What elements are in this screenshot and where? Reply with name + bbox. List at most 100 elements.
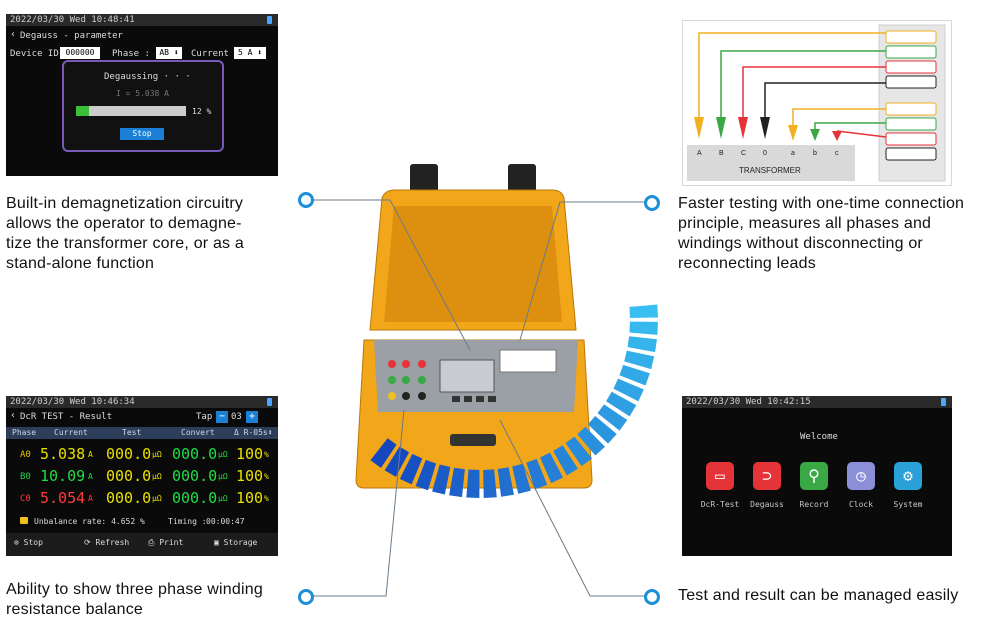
header-delta[interactable]: Δ R-05s⬍: [234, 428, 273, 437]
terminal-label: C: [741, 150, 746, 157]
arc-block: [512, 463, 531, 494]
refresh-button[interactable]: ⟳ Refresh: [84, 538, 130, 547]
device-id-label: Device ID:: [10, 49, 65, 59]
caption-line: reconnecting leads: [678, 255, 816, 272]
caption-bottom-left: Ability to show three phase winding resi…: [6, 580, 263, 620]
arc-block: [606, 391, 637, 417]
datetime-label: 2022/03/30 Wed 10:42:15: [686, 397, 811, 407]
terminal-label: c: [835, 150, 839, 157]
stop-button[interactable]: Stop: [120, 128, 164, 140]
header-phase: Phase: [12, 428, 37, 437]
convert-unit: μΩ: [218, 450, 228, 459]
print-label: Print: [159, 538, 184, 547]
connector-blocks: [885, 30, 937, 161]
phase-cell: A0: [20, 450, 31, 460]
app-clock-button[interactable]: ◷: [847, 462, 875, 490]
progress-label: 12 %: [192, 107, 212, 116]
phase-select[interactable]: AB ⬍: [156, 47, 182, 59]
callout-dot-top-right: [644, 195, 660, 211]
stop-button[interactable]: ⊗ Stop: [14, 538, 43, 547]
terminal-label: b: [813, 150, 817, 157]
test-unit: μΩ: [152, 450, 162, 459]
degauss-dialog: Degaussing · · · I = 5.038 A 12 % Stop: [62, 60, 224, 152]
test-unit: μΩ: [152, 494, 162, 503]
app-label: DcR-Test: [700, 500, 740, 509]
convert-unit: μΩ: [218, 472, 228, 481]
table-header: Phase Current Test Convert Δ R-05s⬍: [6, 427, 278, 439]
storage-label: Storage: [223, 538, 258, 547]
app-label: Clock: [848, 500, 874, 509]
test-unit: μΩ: [152, 472, 162, 481]
current-unit: A: [88, 450, 93, 459]
app-record-button[interactable]: ⚲: [800, 462, 828, 490]
battery-icon: [941, 398, 946, 406]
device-lcd: [439, 359, 495, 393]
magnifier-icon: ⚲: [808, 466, 820, 485]
arc-block: [415, 459, 437, 491]
tap-increase-button[interactable]: +: [246, 411, 258, 423]
back-button[interactable]: ‹: [10, 29, 17, 40]
resistor-icon: ▭: [715, 466, 725, 485]
app-label: System: [893, 500, 923, 509]
percent-unit: %: [264, 450, 269, 459]
callout-dot-top-left: [298, 192, 314, 208]
caption-line: allows the operator to demagne-: [6, 215, 242, 232]
callout-dot-bottom-right: [644, 589, 660, 605]
magnet-icon: ⊃: [762, 466, 772, 485]
caption-top-left: Built-in demagnetization circuitry allow…: [6, 194, 244, 274]
caption-line: windings without disconnecting or: [678, 235, 923, 252]
convert-cell: 000.0: [172, 467, 218, 485]
header-delta-label: Δ R-05s: [234, 428, 268, 437]
caption-line: resistance balance: [6, 601, 144, 618]
clock-icon: ◷: [856, 466, 866, 485]
clamps: [694, 117, 842, 141]
device-id-field[interactable]: 000000: [60, 47, 100, 59]
progress-bar: [76, 106, 186, 116]
storage-button[interactable]: ▣ Storage: [214, 538, 258, 547]
datetime-label: 2022/03/30 Wed 10:46:34: [10, 397, 135, 407]
arc-block: [432, 464, 451, 495]
arc-block: [449, 467, 465, 498]
convert-cell: 000.0: [172, 489, 218, 507]
app-dcrtest-button[interactable]: ▭: [706, 462, 734, 490]
test-cell: 000.0: [106, 445, 152, 463]
current-select[interactable]: 5 A ⬍: [234, 47, 266, 59]
phase-cell: B0: [20, 472, 31, 482]
print-button[interactable]: ⎙ Print: [148, 538, 184, 547]
terminal-label: A: [697, 150, 702, 157]
tap-value: 03: [231, 412, 242, 422]
terminal-label: B: [719, 150, 724, 157]
arc-blocks: [370, 304, 658, 498]
arc-block: [497, 467, 514, 497]
current-cell: 5.038: [40, 445, 86, 463]
tap-decrease-button[interactable]: −: [216, 411, 228, 423]
app-label: Record: [799, 500, 829, 509]
tap-label: Tap: [196, 412, 213, 422]
dialog-current: I = 5.038 A: [116, 89, 169, 98]
percent-unit: %: [264, 494, 269, 503]
unbalance-label: Unbalance rate: 4.652 %: [34, 517, 145, 526]
arc-block: [629, 321, 658, 335]
caption-line: tize the transformer core, or as a: [6, 235, 245, 252]
caption-line: stand-alone function: [6, 255, 155, 272]
transformer-label: TRANSFORMER: [739, 166, 801, 175]
decorative-arc: [370, 304, 658, 498]
convert-unit: μΩ: [218, 494, 228, 503]
back-button[interactable]: ‹: [10, 410, 17, 421]
datetime-label: 2022/03/30 Wed 10:48:41: [10, 15, 135, 25]
arc-block: [619, 364, 650, 386]
app-system-button[interactable]: ⚙: [894, 462, 922, 490]
app-degauss-button[interactable]: ⊃: [753, 462, 781, 490]
current-cell: 10.09: [40, 467, 86, 485]
percent-cell: 100: [236, 467, 264, 485]
header-convert: Convert: [181, 428, 215, 437]
refresh-label: Refresh: [95, 538, 130, 547]
degauss-screen: 2022/03/30 Wed 10:48:41 ‹ Degauss - para…: [6, 14, 278, 176]
page-title: DcR TEST - Result: [20, 412, 113, 422]
